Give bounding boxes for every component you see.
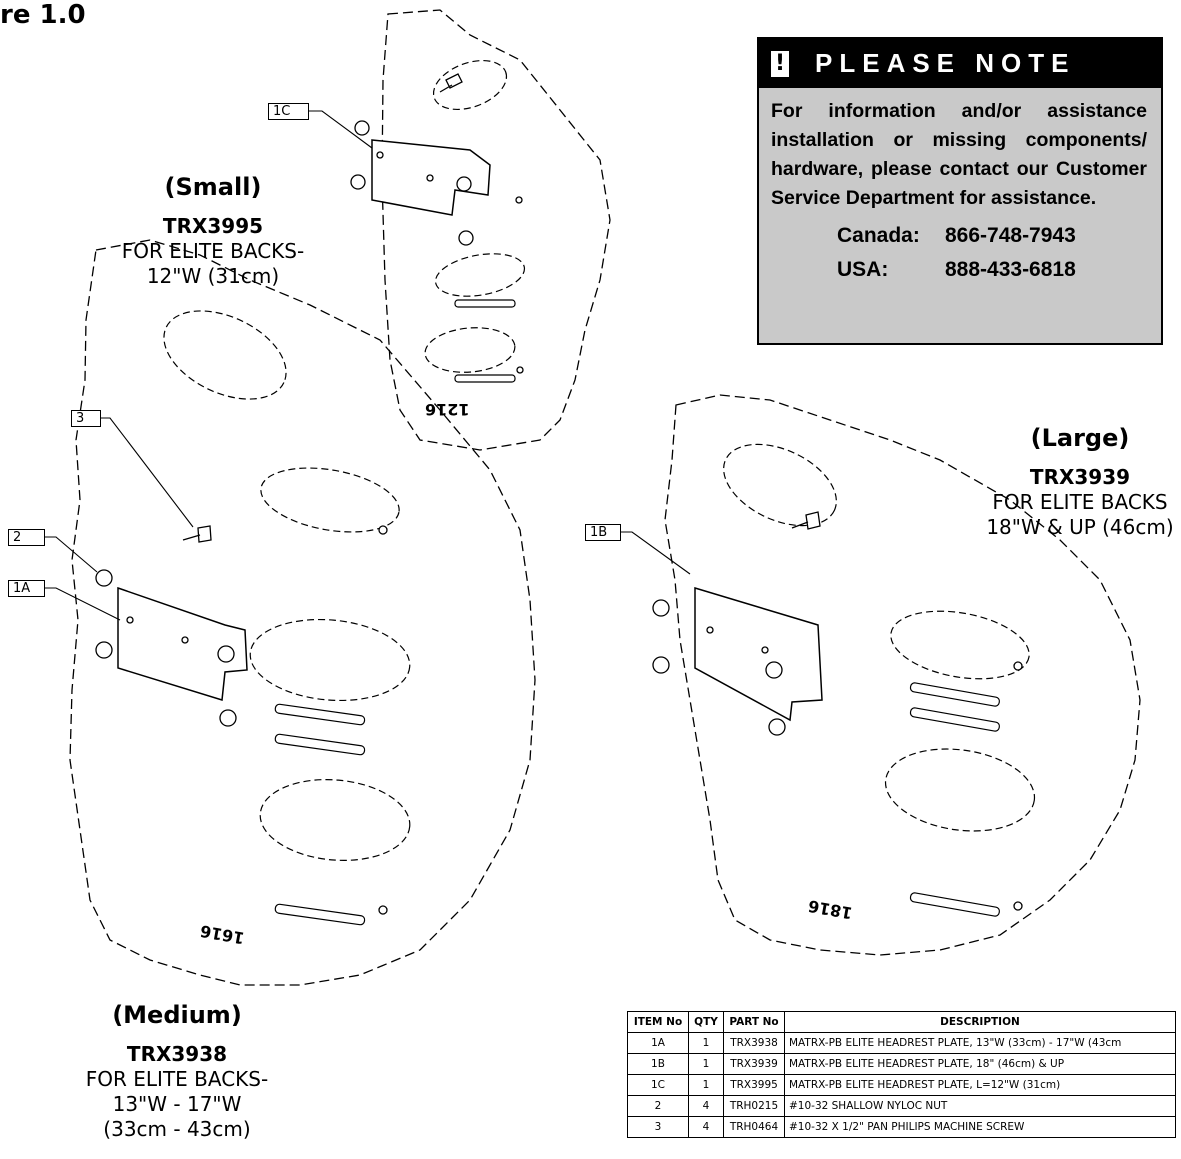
part-cell: TRX3938 bbox=[723, 1032, 785, 1054]
small-desc-line: FOR ELITE BACKS- bbox=[121, 239, 305, 263]
note-header: ! PLEASE NOTE bbox=[759, 39, 1161, 88]
description-cell: #10-32 X 1/2" PAN PHILIPS MACHINE SCREW bbox=[784, 1116, 1176, 1138]
small-part-number: TRX3995 bbox=[162, 214, 264, 238]
part-cell: TRH0215 bbox=[723, 1095, 785, 1117]
large-desc-line: FOR ELITE BACKS bbox=[992, 490, 1168, 514]
contact-list: Canada: 866-748-7943 USA: 888-433-6818 bbox=[759, 219, 1161, 287]
table-row: 1A 1 TRX3938 MATRX-PB ELITE HEADREST PLA… bbox=[627, 1032, 1176, 1054]
qty-cell: 1 bbox=[688, 1032, 724, 1054]
figure-title: re 1.0 bbox=[0, 0, 86, 30]
part-cell: TRX3995 bbox=[723, 1074, 785, 1096]
contact-phone: 866-748-7943 bbox=[945, 224, 1076, 247]
small-size-label: (Small) TRX3995 FOR ELITE BACKS- 12"W (3… bbox=[93, 172, 333, 289]
large-size-label: (Large) TRX3939 FOR ELITE BACKS 18"W & U… bbox=[980, 423, 1180, 540]
medium-desc-line: FOR ELITE BACKS- bbox=[85, 1067, 269, 1091]
small-engraving: 1216 bbox=[425, 400, 470, 419]
description-cell: #10-32 SHALLOW NYLOC NUT bbox=[784, 1095, 1176, 1117]
callout-1c: 1C bbox=[268, 103, 309, 120]
contact-row-usa: USA: 888-433-6818 bbox=[837, 253, 1161, 287]
large-desc-line: 18"W & UP (46cm) bbox=[986, 515, 1174, 539]
medium-part-number: TRX3938 bbox=[126, 1042, 228, 1066]
item-cell: 3 bbox=[627, 1116, 689, 1138]
col-header-item: ITEM No bbox=[627, 1011, 689, 1033]
item-cell: 1C bbox=[627, 1074, 689, 1096]
callout-1b: 1B bbox=[585, 524, 621, 541]
callout-1a: 1A bbox=[8, 580, 45, 597]
qty-cell: 4 bbox=[688, 1095, 724, 1117]
contact-phone: 888-433-6818 bbox=[945, 258, 1076, 281]
item-cell: 1A bbox=[627, 1032, 689, 1054]
small-back-outline bbox=[381, 9, 611, 451]
large-part-number: TRX3939 bbox=[1029, 465, 1131, 489]
large-back-outline bbox=[664, 394, 1141, 956]
exclamation-icon: ! bbox=[771, 50, 789, 77]
table-row: 2 4 TRH0215 #10-32 SHALLOW NYLOC NUT bbox=[627, 1095, 1176, 1117]
qty-cell: 4 bbox=[688, 1116, 724, 1138]
small-size-name: (Small) bbox=[164, 173, 262, 201]
parts-table-header: ITEM No QTY PART No DESCRIPTION bbox=[627, 1011, 1176, 1033]
contact-label: USA: bbox=[837, 258, 889, 281]
part-cell: TRH0464 bbox=[723, 1116, 785, 1138]
medium-size-name: (Medium) bbox=[112, 1001, 242, 1029]
small-desc-line: 12"W (31cm) bbox=[146, 264, 280, 288]
description-cell: MATRX-PB ELITE HEADREST PLATE, 18" (46cm… bbox=[784, 1053, 1176, 1075]
contact-row-canada: Canada: 866-748-7943 bbox=[837, 219, 1161, 253]
please-note-box: ! PLEASE NOTE For information and/or ass… bbox=[757, 37, 1163, 345]
medium-desc-line: 13"W - 17"W bbox=[112, 1092, 242, 1116]
part-cell: TRX3939 bbox=[723, 1053, 785, 1075]
description-cell: MATRX-PB ELITE HEADREST PLATE, 13"W (33c… bbox=[784, 1032, 1176, 1054]
contact-label: Canada: bbox=[837, 224, 920, 247]
note-body: For information and/or assistance instal… bbox=[771, 100, 1147, 209]
note-title: PLEASE NOTE bbox=[815, 48, 1076, 78]
qty-cell: 1 bbox=[688, 1074, 724, 1096]
description-cell: MATRX-PB ELITE HEADREST PLATE, L=12"W (3… bbox=[784, 1074, 1176, 1096]
callout-2: 2 bbox=[8, 529, 45, 546]
medium-size-label: (Medium) TRX3938 FOR ELITE BACKS- 13"W -… bbox=[62, 1000, 292, 1142]
item-cell: 2 bbox=[627, 1095, 689, 1117]
bracket-1a bbox=[117, 586, 248, 701]
medium-desc-line: (33cm - 43cm) bbox=[103, 1117, 251, 1141]
col-header-description: DESCRIPTION bbox=[784, 1011, 1176, 1033]
table-row: 1C 1 TRX3995 MATRX-PB ELITE HEADREST PLA… bbox=[627, 1074, 1176, 1096]
large-size-name: (Large) bbox=[1030, 424, 1130, 452]
medium-back-outline bbox=[69, 239, 536, 986]
item-cell: 1B bbox=[627, 1053, 689, 1075]
qty-cell: 1 bbox=[688, 1053, 724, 1075]
parts-table: ITEM No QTY PART No DESCRIPTION 1A 1 TRX… bbox=[627, 1011, 1176, 1138]
col-header-part: PART No bbox=[723, 1011, 785, 1033]
table-row: 1B 1 TRX3939 MATRX-PB ELITE HEADREST PLA… bbox=[627, 1053, 1176, 1075]
table-row: 3 4 TRH0464 #10-32 X 1/2" PAN PHILIPS MA… bbox=[627, 1116, 1176, 1138]
bracket-1b bbox=[694, 586, 823, 722]
callout-3: 3 bbox=[71, 410, 101, 427]
col-header-qty: QTY bbox=[688, 1011, 724, 1033]
